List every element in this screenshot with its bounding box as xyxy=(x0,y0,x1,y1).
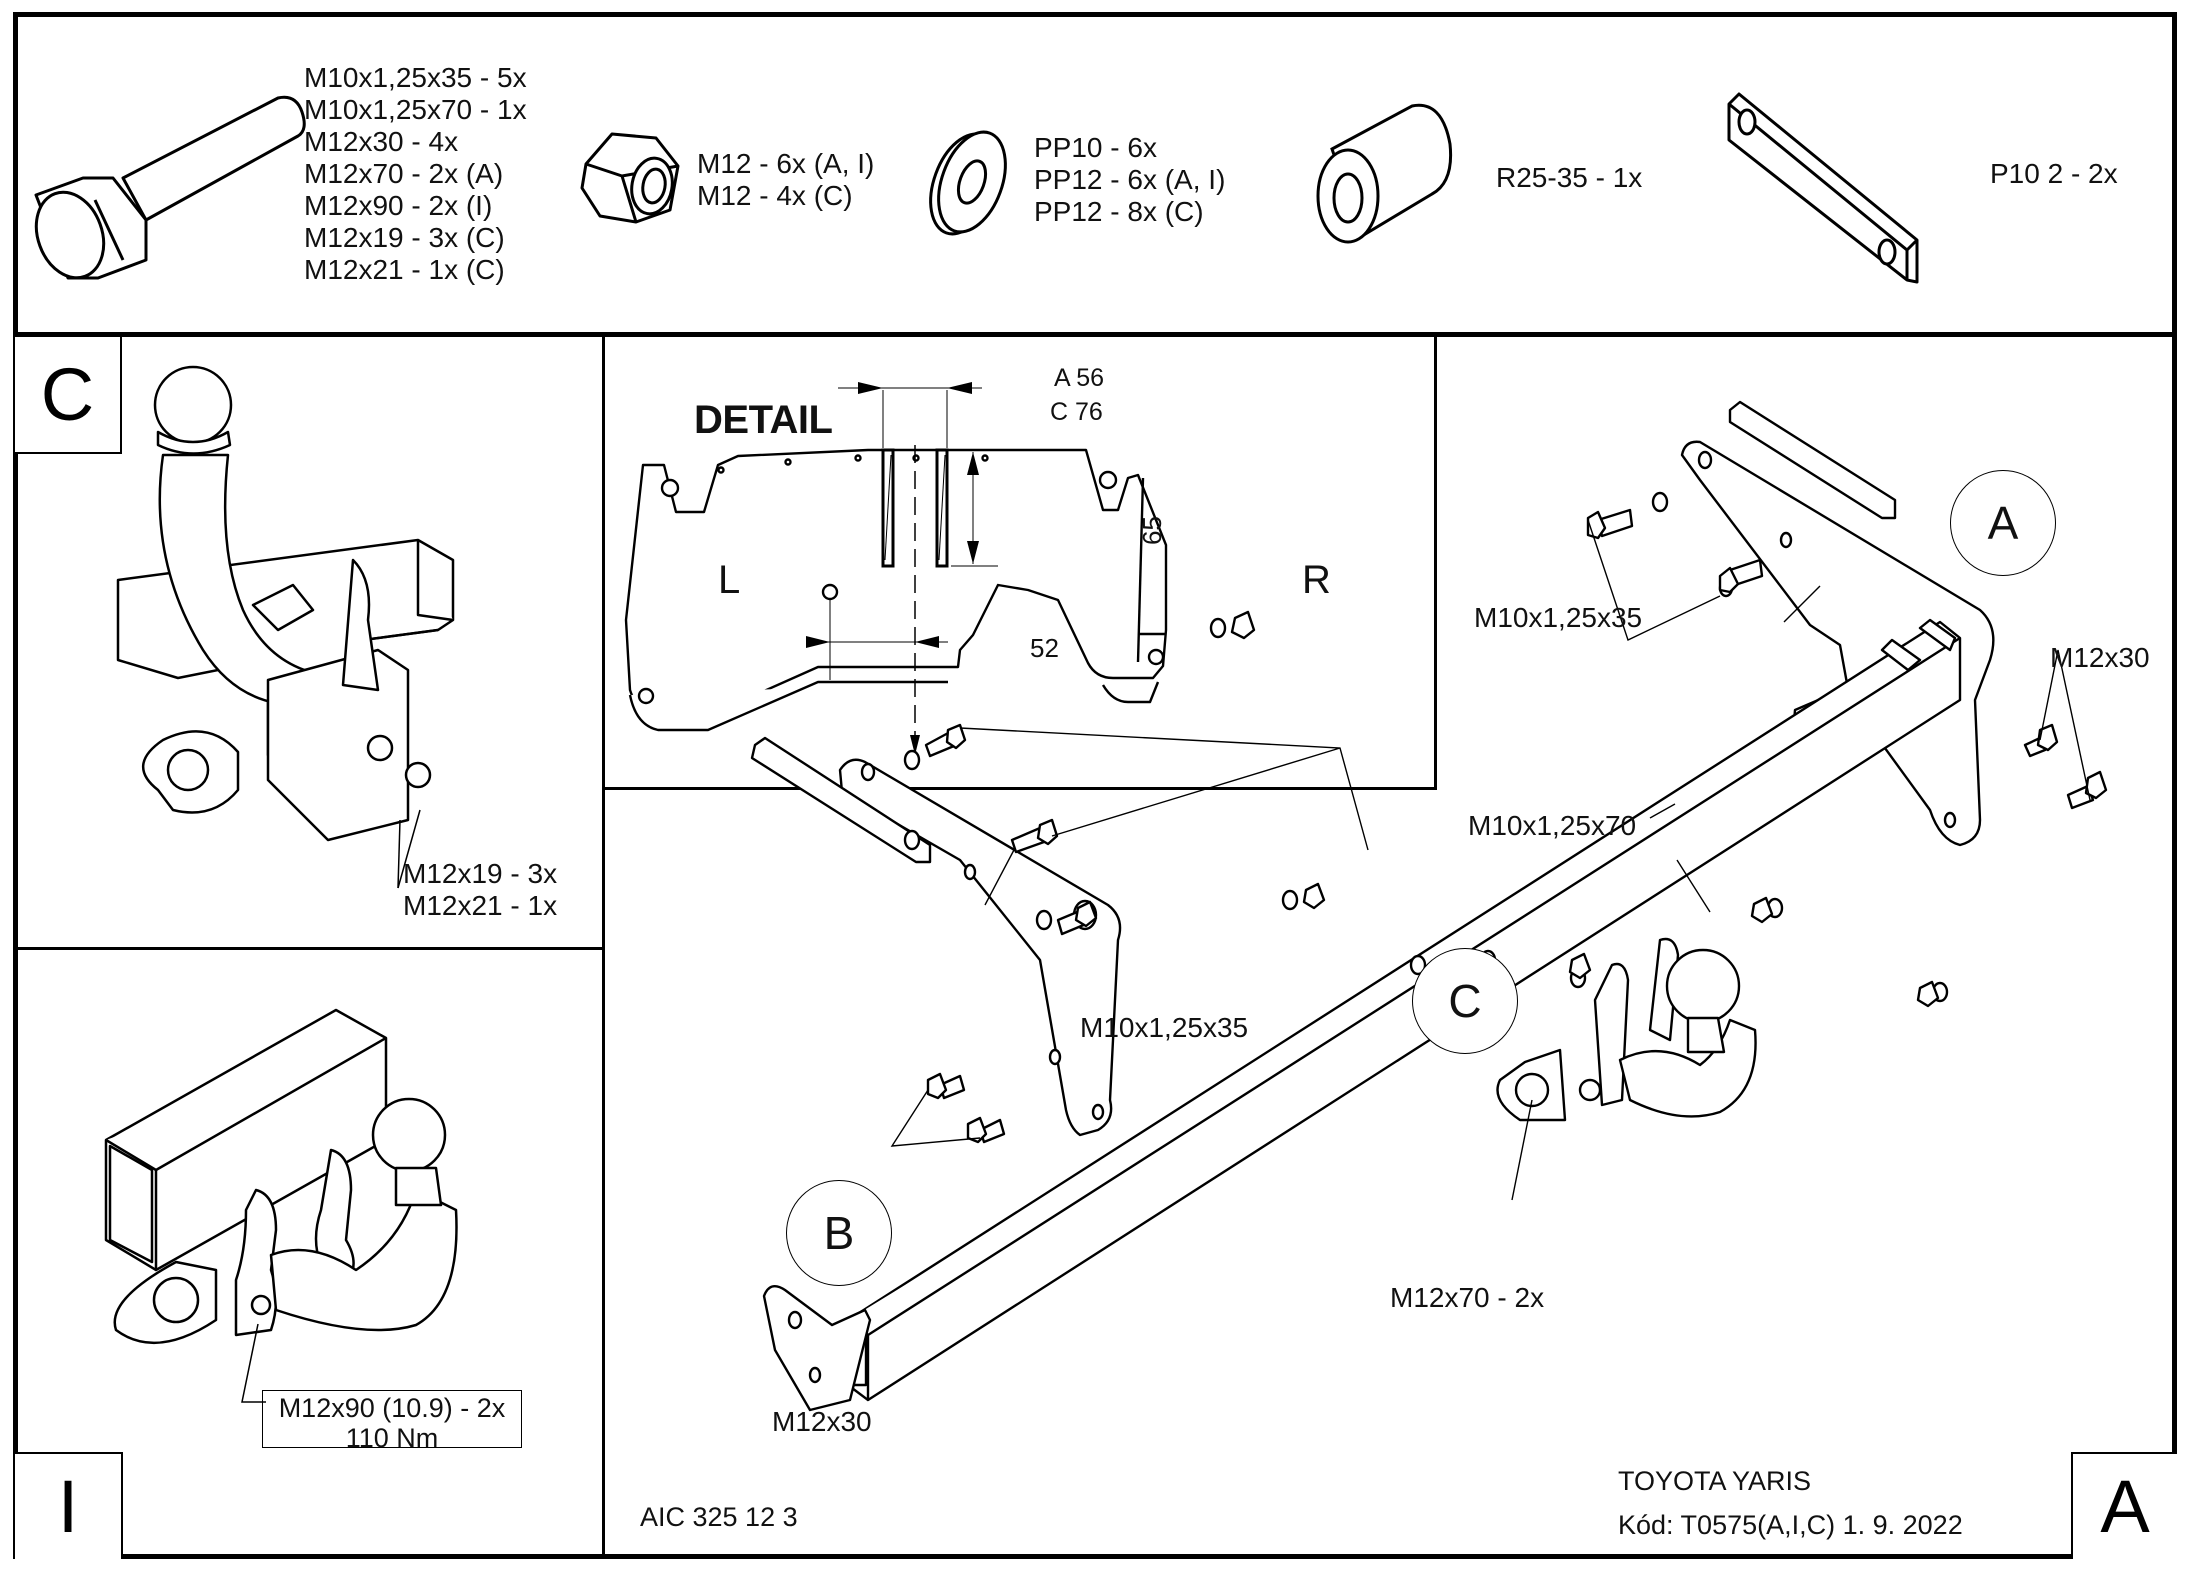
vehicle-name: TOYOTA YARIS xyxy=(1618,1466,1812,1496)
washer-list-item: PP10 - 6x xyxy=(1034,132,1157,163)
bolt-list-item: M12x21 - 1x (C) xyxy=(304,254,505,285)
spacer-label: R25-35 - 1x xyxy=(1496,162,1643,193)
label-b-lower-bolts: M12x30 xyxy=(772,1406,872,1437)
hex-nut-icon xyxy=(580,132,680,224)
leader-a-upper-bolts xyxy=(1587,519,1721,641)
torque-bolt-spec: M12x90 (10.9) - 2x xyxy=(278,1393,506,1423)
callout-c: C xyxy=(1412,948,1518,1054)
detail-title: DETAIL xyxy=(694,398,833,442)
flat-plate-icon xyxy=(1727,92,1919,284)
leader-a-side-bolts xyxy=(2039,649,2091,801)
parts-list-divider xyxy=(13,332,2177,337)
torque-spec-box: M12x90 (10.9) - 2x 110 Nm xyxy=(262,1390,522,1453)
detail-dim-offset: 52 xyxy=(1030,633,1059,663)
b-bracket xyxy=(838,758,1122,1137)
leader-b-upper-bolts xyxy=(959,727,1369,851)
i-torque-leader-line xyxy=(241,1323,266,1403)
left-column-divider xyxy=(602,335,605,1559)
nut-list-item: M12 - 4x (C) xyxy=(697,180,853,211)
panel-c-fastener-item: M12x21 - 1x xyxy=(403,890,558,921)
label-a-long-bolt: M10x1,25x70 xyxy=(1468,810,1637,841)
bolt-list-item: M12x90 - 2x (I) xyxy=(304,190,493,221)
label-c-ball-bolts: M12x70 - 2x xyxy=(1390,1282,1545,1313)
detail-dim-c: C 76 xyxy=(1050,398,1103,426)
panel-c-fastener-list: M12x19 - 3x M12x21 - 1x xyxy=(403,858,557,922)
leader-a-long-bolt xyxy=(1649,803,1676,819)
variant-label: A xyxy=(2071,1452,2177,1559)
b-plate xyxy=(750,736,932,864)
panel-c-fastener-item: M12x19 - 3x xyxy=(403,858,558,889)
product-code-date: Kód: T0575(A,I,C) 1. 9. 2022 xyxy=(1618,1510,1963,1540)
leader-b-callout xyxy=(984,847,1016,906)
a-plate xyxy=(1728,400,1897,520)
detachable-ball-hitch-c-illustration xyxy=(116,365,455,842)
spacer-tube-icon xyxy=(1316,103,1453,244)
label-b-upper-bolts: M10x1,25x35 xyxy=(1080,1012,1249,1043)
leader-b-lower-bolts xyxy=(890,1089,981,1147)
hex-bolt-icon xyxy=(34,95,306,280)
leader-c-ball-bolts xyxy=(1511,1099,1533,1201)
bolt-list-item: M10x1,25x35 - 5x xyxy=(304,62,527,93)
washer-list-item: PP12 - 6x (A, I) xyxy=(1034,164,1226,195)
drawing-number: AIC 325 12 3 xyxy=(640,1502,798,1532)
detail-bracket-drawing xyxy=(624,382,1168,755)
callout-b: B xyxy=(786,1180,892,1286)
plate-label: P10 2 - 2x xyxy=(1990,158,2118,189)
leader-c-callout xyxy=(1676,859,1711,913)
bolt-list-item: M12x19 - 3x (C) xyxy=(304,222,505,253)
drawing-frame xyxy=(13,12,2177,1559)
callout-a: A xyxy=(1950,470,2056,576)
fixed-ball-hitch-i-illustration xyxy=(104,1008,458,1345)
c-i-divider xyxy=(13,947,603,950)
label-a-side-bolts: M12x30 xyxy=(2050,642,2150,673)
panel-i-label: I xyxy=(15,1452,123,1559)
c-fastener-leader-lines xyxy=(397,809,421,889)
detail-box xyxy=(603,335,1437,790)
main-assembly-drawing xyxy=(750,400,2108,1412)
label-a-upper-bolts: M10x1,25x35 xyxy=(1474,602,1643,633)
washer-icon xyxy=(929,130,1007,236)
leader-a-callout xyxy=(1783,585,1821,623)
bolt-list: M10x1,25x35 - 5x M10x1,25x70 - 1x M12x30… xyxy=(304,62,527,286)
detail-dim-a: A 56 xyxy=(1054,364,1105,392)
washer-list-item: PP12 - 8x (C) xyxy=(1034,196,1204,227)
nut-list: M12 - 6x (A, I) M12 - 4x (C) xyxy=(697,148,874,212)
panel-c-label: C xyxy=(15,337,122,454)
bolt-list-item: M12x70 - 2x (A) xyxy=(304,158,504,189)
torque-value: 110 Nm xyxy=(345,1423,439,1453)
detail-left-label: L xyxy=(718,558,741,602)
bolt-list-item: M10x1,25x70 - 1x xyxy=(304,94,527,125)
bolt-list-item: M12x30 - 4x xyxy=(304,126,459,157)
nut-list-item: M12 - 6x (A, I) xyxy=(697,148,875,179)
detail-right-label: R xyxy=(1302,558,1331,602)
a-bracket xyxy=(1680,440,1995,847)
washer-list: PP10 - 6x PP12 - 6x (A, I) PP12 - 8x (C) xyxy=(1034,132,1225,228)
